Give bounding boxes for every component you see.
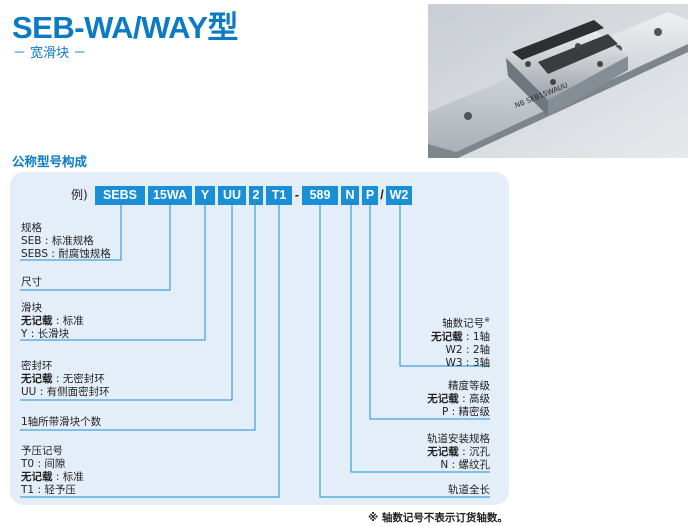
example-prefix: 例) [71, 188, 88, 202]
designation-panel [10, 172, 509, 505]
label-size: 尺寸 [21, 276, 42, 289]
separator-slash: / [380, 188, 384, 202]
label-block-line: 无记载 : 标准 [21, 315, 84, 327]
label-accuracy-line: P : 精密级 [441, 406, 490, 418]
label-rail-length: 轨道全长 [420, 484, 490, 497]
label-seal-line: 无记载 : 无密封环 [21, 373, 105, 385]
label-seal: 密封环 无记载 : 无密封环 UU : 有侧面密封环 [21, 360, 110, 399]
label-seal-title: 密封环 [21, 360, 53, 372]
page-subtitle: － 宽滑块 － [13, 46, 87, 61]
code-accuracy: P [362, 186, 378, 205]
linear-guide-illustration: NB SEB15WAUU [428, 4, 688, 158]
label-preload-line: 无记载 : 标准 [21, 471, 84, 483]
code-rail-mount: N [341, 186, 359, 205]
label-rail-mount: 轨道安装规格 无记载 : 沉孔 N : 螺纹孔 [400, 433, 490, 472]
page-title: SEB-WA/WAY型 [12, 10, 238, 45]
label-block-line: Y : 长滑块 [21, 328, 70, 340]
label-block: 滑块 无记载 : 标准 Y : 长滑块 [21, 302, 84, 341]
label-rail-mount-line: N : 螺纹孔 [440, 459, 490, 471]
label-rail-mount-line: 无记载 : 沉孔 [427, 446, 490, 458]
label-spec-line: SEB : 标准规格 [21, 235, 94, 247]
code-block-count: 2 [249, 186, 263, 205]
label-rail-mount-title: 轨道安装规格 [427, 433, 490, 445]
label-shaft-count-line: 无记载 : 1轴 [431, 330, 490, 343]
label-rail-length-title: 轨道全长 [448, 484, 490, 496]
label-accuracy: 精度等级 无记载 : 高级 P : 精密级 [410, 380, 490, 419]
section-title: 公称型号构成 [12, 154, 88, 169]
label-shaft-count: 轴数记号※ 无记载 : 1轴 W2 : 2轴 W3 : 3轴 [420, 314, 490, 370]
code-rail-length: 589 [302, 186, 338, 205]
label-spec-line: SEBS : 耐腐蚀规格 [21, 248, 111, 260]
code-preload: T1 [266, 186, 292, 205]
label-block-count: 1轴所带滑块个数 [21, 416, 101, 429]
label-shaft-count-line: W2 : 2轴 [445, 343, 490, 356]
code-block: Y [195, 186, 215, 205]
label-accuracy-title: 精度等级 [448, 380, 490, 392]
label-block-title: 滑块 [21, 302, 42, 314]
label-preload-line: T0 : 间隙 [21, 458, 66, 470]
footnote: ※ 轴数记号不表示订货轴数。 [368, 512, 508, 524]
code-seal: UU [218, 186, 246, 205]
label-accuracy-line: 无记载 : 高级 [427, 393, 490, 405]
label-shaft-count-line: W3 : 3轴 [445, 356, 490, 369]
label-spec-title: 规格 [21, 222, 42, 234]
label-preload-title: 予压记号 [21, 445, 63, 457]
label-preload-line: T1 : 轻予压 [21, 484, 76, 496]
code-shaft-count: W2 [386, 186, 412, 205]
label-size-title: 尺寸 [21, 276, 42, 288]
code-series: SEBS [95, 186, 145, 205]
label-block-count-title: 1轴所带滑块个数 [21, 416, 102, 428]
label-preload: 予压记号 T0 : 间隙 无记载 : 标准 T1 : 轻予压 [21, 445, 84, 497]
label-seal-line: UU : 有侧面密封环 [21, 386, 110, 398]
label-spec: 规格 SEB : 标准规格 SEBS : 耐腐蚀规格 [21, 222, 111, 261]
code-size: 15WA [148, 186, 192, 205]
product-photo: NB SEB15WAUU [428, 4, 688, 158]
label-shaft-count-title: 轴数记号※ [442, 316, 490, 330]
separator-dash: - [294, 188, 300, 202]
